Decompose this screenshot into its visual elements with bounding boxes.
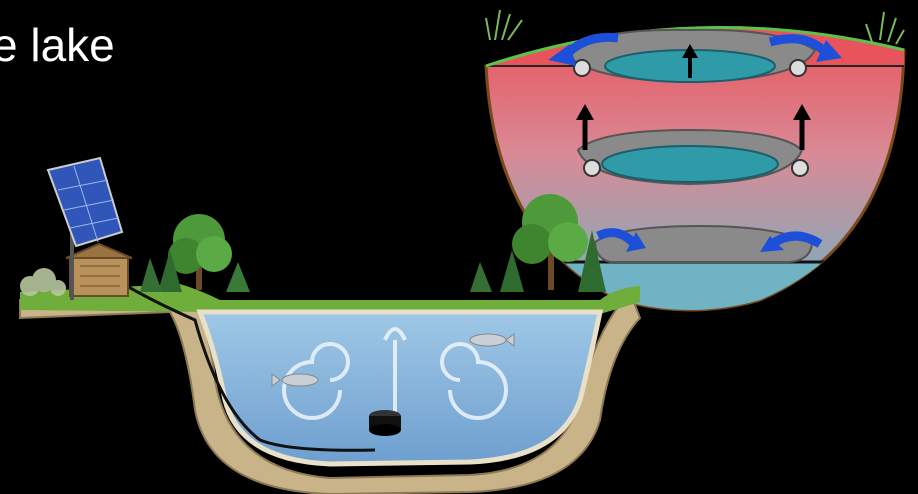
rotation-icon [584, 160, 600, 176]
shrub-icon [20, 268, 66, 296]
pump-house-icon [66, 244, 132, 296]
rotation-icon [792, 160, 808, 176]
rotation-icon [574, 60, 590, 76]
diffuser-icon [369, 410, 401, 436]
aerated-pond-illustration [20, 158, 640, 494]
rotation-icon [790, 60, 806, 76]
